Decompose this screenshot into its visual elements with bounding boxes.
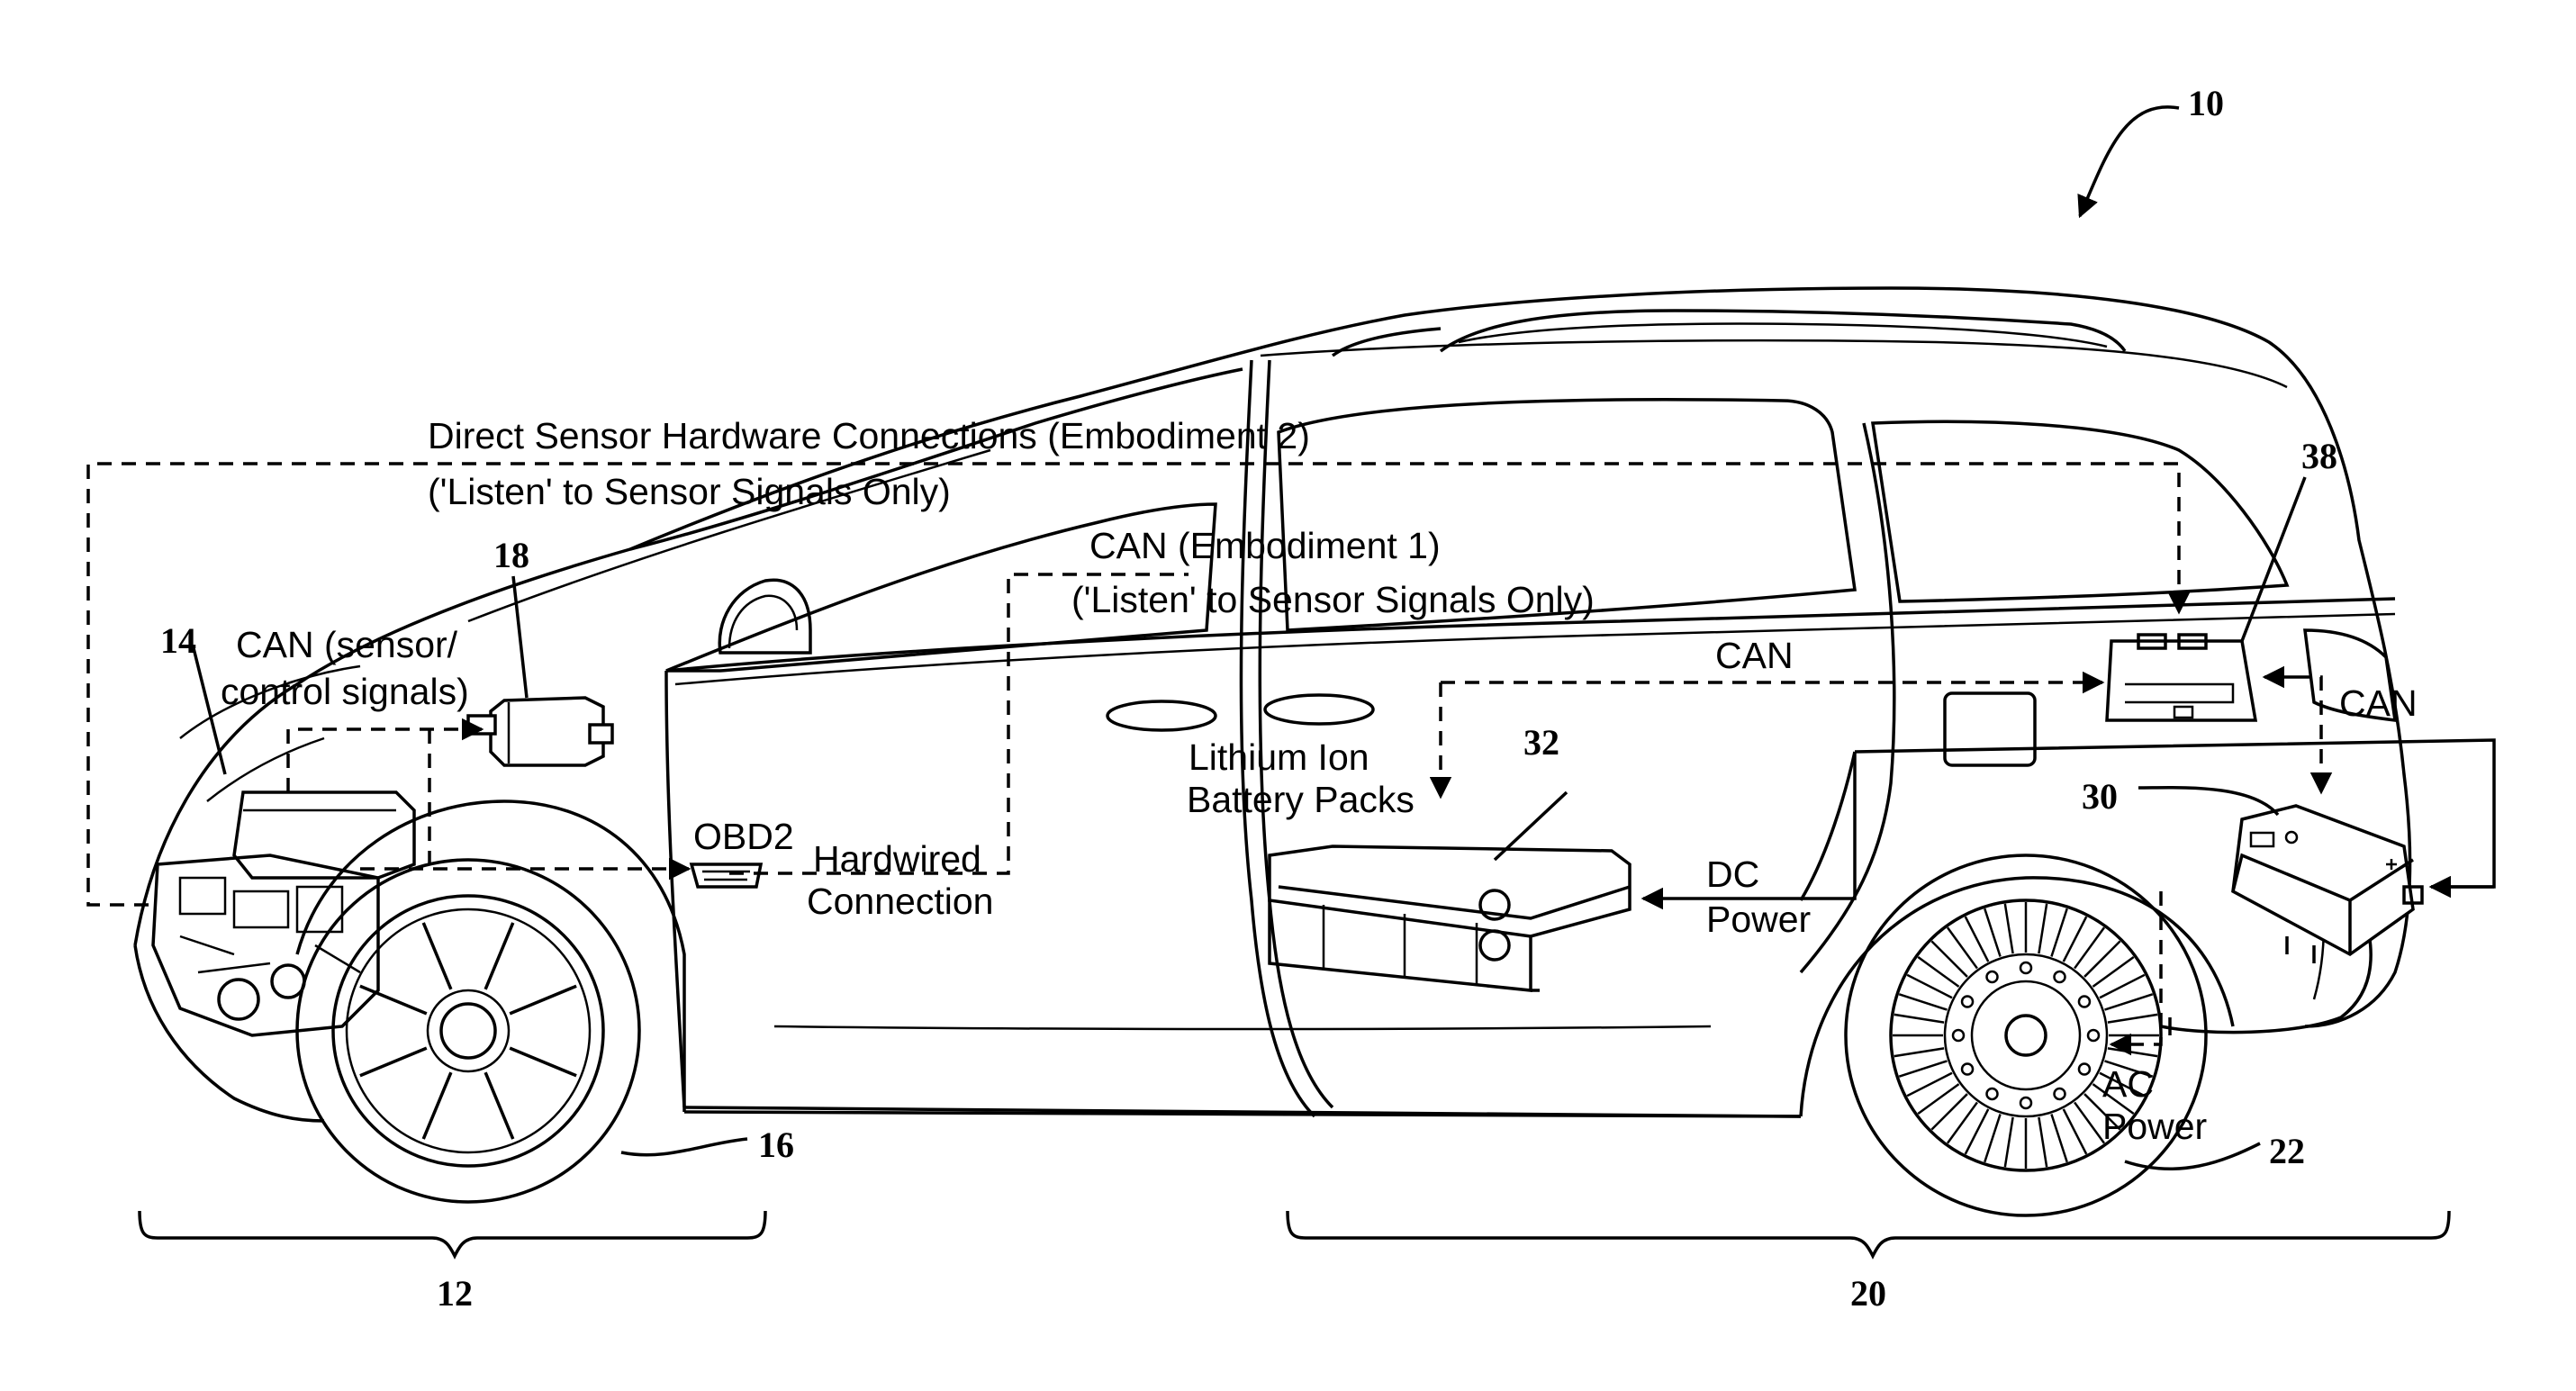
- motor-fin: [2038, 1117, 2047, 1167]
- leader-10: [2080, 107, 2179, 216]
- motor-fin: [1966, 1109, 1988, 1154]
- motor-fin: [1894, 1048, 1944, 1056]
- motor-bolt: [2079, 997, 2090, 1007]
- label-hardwired-2: Connection: [807, 881, 993, 922]
- leader-22: [2125, 1143, 2260, 1169]
- motor-fin: [1907, 975, 1952, 998]
- motor-bolt: [1987, 971, 1998, 982]
- motor-fin: [2064, 1109, 2086, 1154]
- motor-fin: [2051, 908, 2066, 956]
- label-direct-sensor-1: Direct Sensor Hardware Connections (Embo…: [428, 415, 1310, 456]
- ref-12: 12: [437, 1273, 473, 1314]
- front-wheel: [297, 860, 639, 1202]
- motor-fin: [1899, 1061, 1947, 1076]
- motor-bolt: [2088, 1030, 2099, 1041]
- wheel-spoke: [485, 1072, 513, 1139]
- label-battery-1: Lithium Ion: [1189, 736, 1369, 778]
- label-can-right: CAN: [2339, 682, 2418, 724]
- motor-bolt: [1962, 997, 1973, 1007]
- leader-16: [621, 1139, 747, 1155]
- motor-fin: [1984, 908, 2000, 956]
- motor-fin: [2005, 1117, 2013, 1167]
- label-can-emb1-2: ('Listen' to Sensor Signals Only): [1071, 579, 1595, 620]
- ref-38: 38: [2301, 436, 2337, 476]
- ref-30: 30: [2082, 776, 2118, 817]
- device-38: [2107, 477, 2305, 720]
- brace-20: [1288, 1211, 2449, 1256]
- label-can-sensor-1: CAN (sensor/: [236, 624, 458, 665]
- motor-bolt: [2055, 971, 2065, 982]
- label-ac-1: AC: [2102, 1063, 2154, 1105]
- ref-20: 20: [1850, 1273, 1886, 1314]
- motor-bolt: [2055, 1088, 2065, 1099]
- motor-bolt: [1953, 1030, 1964, 1041]
- motor-bolt: [1962, 1064, 1973, 1075]
- wheel-spoke: [485, 923, 513, 989]
- motor-fin: [1966, 917, 1988, 962]
- motor-bolt: [2020, 1097, 2031, 1108]
- inverter-30: [2138, 788, 2422, 963]
- ref-16: 16: [758, 1125, 794, 1165]
- ref-10: 10: [2188, 83, 2224, 123]
- motor-fin: [2005, 904, 2013, 953]
- module-18: [468, 576, 612, 765]
- motor-bolt: [2020, 962, 2031, 973]
- battery-pack: [1270, 792, 1630, 990]
- label-obd2: OBD2: [693, 816, 794, 857]
- wheel-spoke: [360, 1048, 427, 1076]
- ref-32: 32: [1523, 722, 1559, 763]
- ref-14: 14: [160, 620, 196, 661]
- label-can-emb1-1: CAN (Embodiment 1): [1089, 525, 1441, 566]
- ref-22: 22: [2269, 1131, 2305, 1171]
- label-ac-2: Power: [2102, 1106, 2207, 1147]
- motor-fin: [2108, 1015, 2157, 1023]
- motor-fin: [1984, 1114, 2000, 1161]
- ref-18: 18: [493, 535, 529, 575]
- label-battery-2: Battery Packs: [1187, 779, 1415, 820]
- brace-12: [140, 1211, 765, 1256]
- motor-fin: [2051, 1114, 2066, 1161]
- wheel-spoke: [510, 1048, 576, 1076]
- motor-fin: [2108, 1048, 2157, 1056]
- rear-wheel-motor: [1846, 855, 2206, 1215]
- motor-fin: [2100, 975, 2145, 998]
- motor-fin: [1907, 1073, 1952, 1096]
- wheel-spoke: [423, 923, 451, 989]
- obd2-port: [691, 864, 761, 887]
- motor-bolt: [1987, 1088, 1998, 1099]
- label-can-top: CAN: [1715, 635, 1794, 676]
- label-dc-1: DC: [1706, 854, 1759, 895]
- motor-fin: [2104, 994, 2152, 1009]
- motor-fin: [2038, 904, 2047, 953]
- motor-bolt: [2079, 1064, 2090, 1075]
- label-direct-sensor-2: ('Listen' to Sensor Signals Only): [428, 471, 951, 512]
- label-hardwired-1: Hardwired: [813, 838, 981, 880]
- motor-fin: [1899, 994, 1947, 1009]
- label-can-sensor-2: control signals): [221, 671, 469, 712]
- wheel-spoke: [510, 986, 576, 1014]
- label-dc-2: Power: [1706, 899, 1811, 940]
- wheel-spoke: [423, 1072, 451, 1139]
- motor-fin: [2064, 917, 2086, 962]
- motor-fin: [1894, 1015, 1944, 1023]
